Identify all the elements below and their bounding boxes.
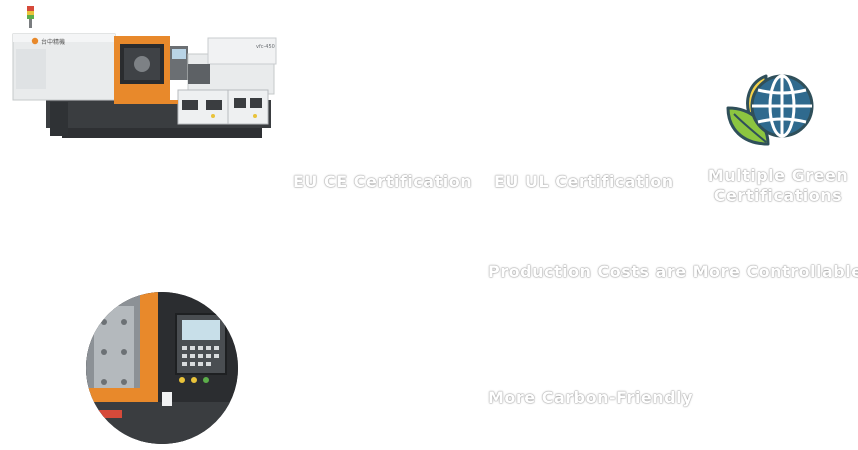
machine-model-label: vfc-450 bbox=[256, 44, 275, 50]
machine-brand-label: 台中精機 bbox=[41, 38, 65, 46]
certification-label-green: Multiple Green Certifications bbox=[707, 166, 849, 205]
certification-label-ul: EU UL Certification bbox=[494, 172, 674, 191]
benefit-label-carbon: More Carbon-Friendly bbox=[488, 388, 694, 407]
injection-molding-machine-image: 台中精機 vfc-450 bbox=[10, 4, 282, 144]
benefit-label-costs: Production Costs are More Controllable bbox=[488, 262, 858, 281]
eco-globe-leaf-icon bbox=[722, 70, 818, 152]
certification-label-ce: EU CE Certification bbox=[293, 172, 473, 191]
machine-closeup-photo bbox=[86, 292, 238, 444]
